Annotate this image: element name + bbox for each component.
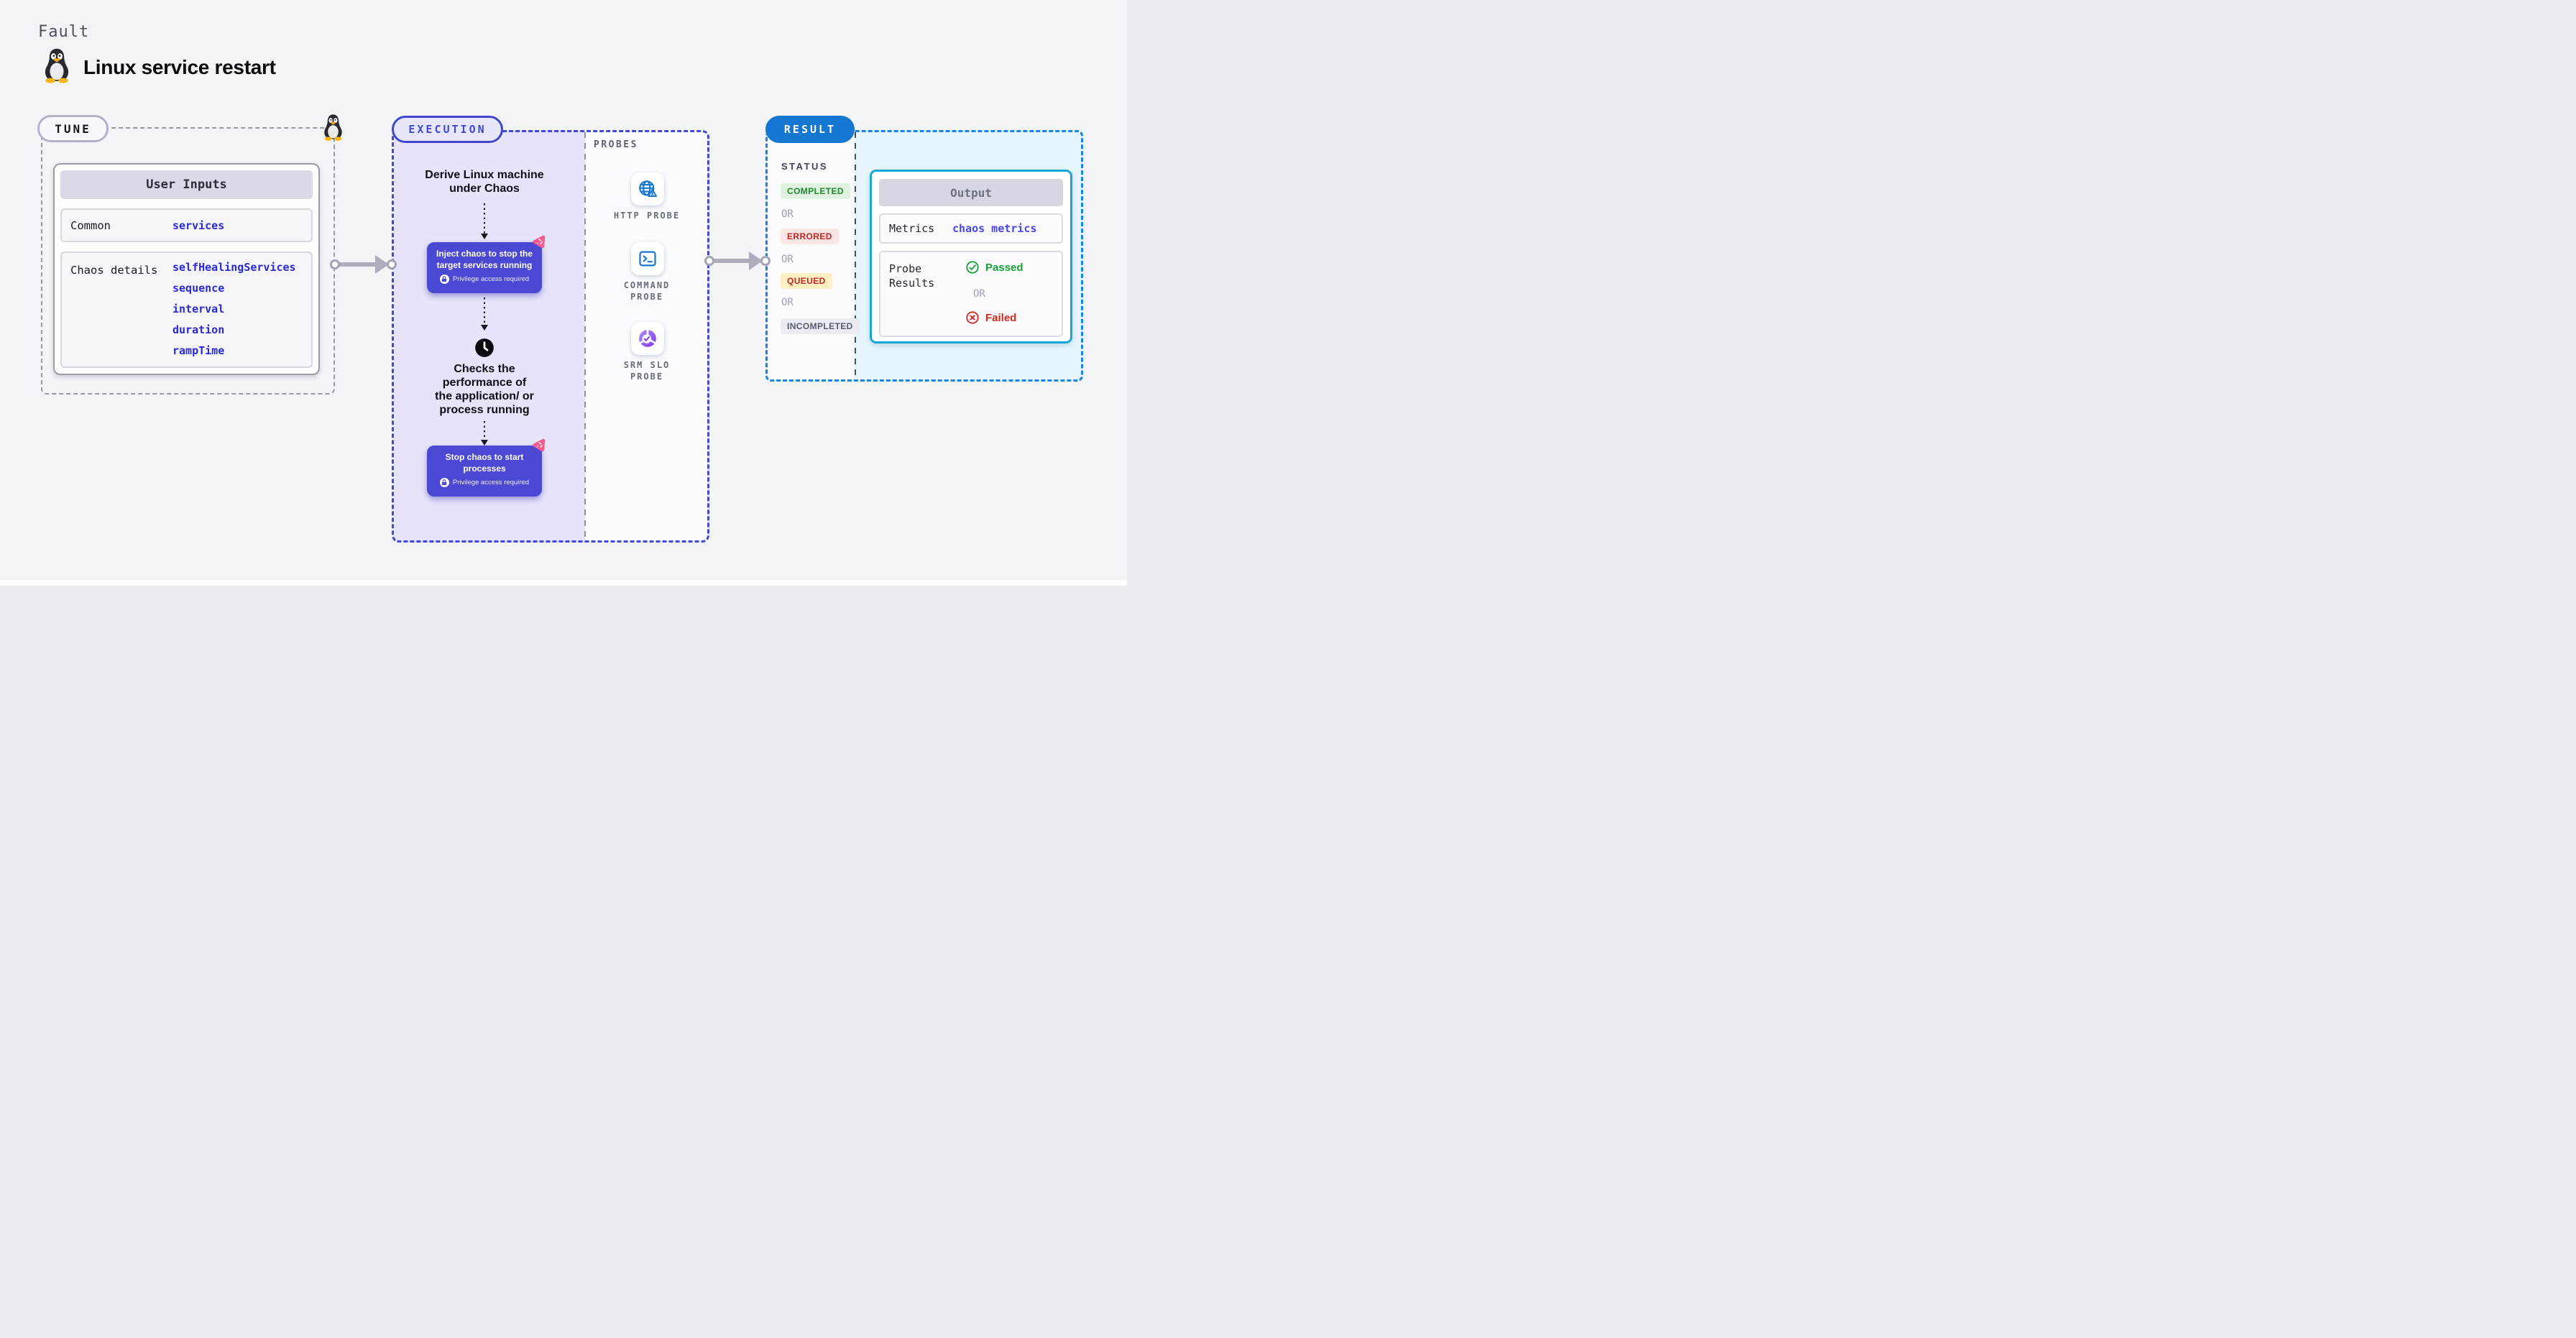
input-link-interval[interactable]: interval — [172, 303, 225, 315]
tune-pill: TUNE — [37, 115, 109, 142]
lock-icon — [439, 274, 449, 284]
chaos-fault-icon — [533, 235, 546, 249]
http-probe-label: HTTP PROBE — [613, 211, 681, 221]
user-inputs-card: User Inputs Common services Chaos detail… — [53, 163, 320, 375]
result-section: STATUS COMPLETED OR ERRORED OR QUEUED OR… — [765, 130, 1083, 382]
bottom-strip — [0, 580, 1127, 586]
slo-donut-icon — [639, 328, 656, 347]
arrow-down-icon — [481, 440, 488, 446]
input-link-selfhealingservices[interactable]: selfHealingServices — [172, 261, 296, 274]
probe-results-row: Probe Results Passed OR Failed — [879, 251, 1063, 337]
status-badge-errored: ERRORED — [781, 229, 839, 244]
tux-penguin-icon — [324, 114, 342, 141]
fault-diagram: Fault Linux service restart TUNE User In… — [0, 0, 1127, 586]
input-link-services[interactable]: services — [172, 218, 225, 232]
chaos-metrics-link[interactable]: chaos metrics — [952, 222, 1037, 235]
flow-connector — [484, 203, 485, 234]
check-step-text: Checks the performance of the applicatio… — [435, 363, 534, 416]
arrow-down-icon — [481, 234, 488, 239]
tune-to-execution-arrow — [330, 255, 397, 274]
flow-connector — [484, 421, 485, 440]
or-label: OR — [781, 297, 794, 308]
chaos-fault-icon — [533, 438, 546, 452]
or-label: OR — [781, 254, 794, 265]
command-probe-label: COMMAND PROBE — [623, 280, 671, 302]
row-label: Common — [70, 218, 111, 232]
lock-icon — [439, 478, 449, 487]
user-inputs-row-chaos-details: Chaos details selfHealingServices sequen… — [60, 252, 313, 368]
status-column — [768, 132, 855, 379]
check-circle-icon — [966, 261, 979, 274]
execution-to-result-arrow — [704, 252, 770, 270]
globe-alert-icon — [639, 180, 658, 197]
page-title: Linux service restart — [83, 56, 276, 78]
x-circle-icon — [966, 311, 979, 324]
connector-dot — [330, 259, 340, 269]
fault-kicker: Fault — [38, 23, 90, 41]
status-title: STATUS — [781, 161, 829, 172]
probes-title: PROBES — [594, 139, 638, 150]
or-label: OR — [781, 208, 794, 220]
failed-result: Failed — [965, 310, 1016, 325]
probe-results-label: Probe Results — [889, 262, 935, 290]
probes-divider — [584, 132, 586, 540]
execution-section: Derive Linux machine under Chaos Inject … — [392, 130, 709, 543]
inject-chaos-button[interactable]: Inject chaos to stop the target services… — [427, 242, 542, 293]
result-pill: RESULT — [765, 116, 855, 143]
connector-dot — [387, 259, 397, 269]
terminal-icon — [639, 251, 656, 267]
row-label: Chaos details — [70, 264, 158, 277]
tux-penguin-icon — [45, 48, 69, 83]
user-inputs-row-common: Common services — [60, 208, 313, 242]
user-inputs-header: User Inputs — [60, 170, 313, 199]
or-label: OR — [973, 288, 985, 300]
output-card: Output Metrics chaos metrics Probe Resul… — [870, 170, 1072, 343]
stop-chaos-button[interactable]: Stop chaos to start processes Privilege … — [427, 446, 542, 497]
srm-slo-probe-tile — [631, 322, 664, 355]
passed-result: Passed — [965, 260, 1024, 274]
clock-icon — [475, 338, 494, 357]
result-divider — [855, 132, 856, 379]
connector-dot — [704, 256, 714, 266]
http-probe-tile — [631, 172, 664, 206]
metrics-label: Metrics — [889, 222, 935, 235]
input-link-ramptime[interactable]: rampTime — [172, 344, 225, 357]
chaos-detail-values: selfHealingServices sequence interval du… — [172, 257, 296, 361]
execution-pill: EXECUTION — [392, 116, 503, 143]
metrics-row: Metrics chaos metrics — [879, 213, 1063, 244]
status-badge-queued: QUEUED — [781, 273, 832, 289]
flow-connector — [484, 297, 485, 325]
derive-step-text: Derive Linux machine under Chaos — [425, 169, 544, 195]
connector-dot — [760, 256, 770, 266]
status-badge-completed: COMPLETED — [781, 183, 850, 199]
arrow-down-icon — [481, 325, 488, 331]
command-probe-tile — [631, 242, 664, 275]
input-link-sequence[interactable]: sequence — [172, 282, 225, 295]
status-badge-incompleted: INCOMPLETED — [781, 318, 860, 334]
input-link-duration[interactable]: duration — [172, 323, 225, 336]
output-header: Output — [879, 179, 1063, 206]
srm-slo-probe-label: SRM SLO PROBE — [623, 360, 671, 382]
privilege-note: Privilege access required — [452, 275, 530, 283]
privilege-note: Privilege access required — [452, 479, 530, 486]
